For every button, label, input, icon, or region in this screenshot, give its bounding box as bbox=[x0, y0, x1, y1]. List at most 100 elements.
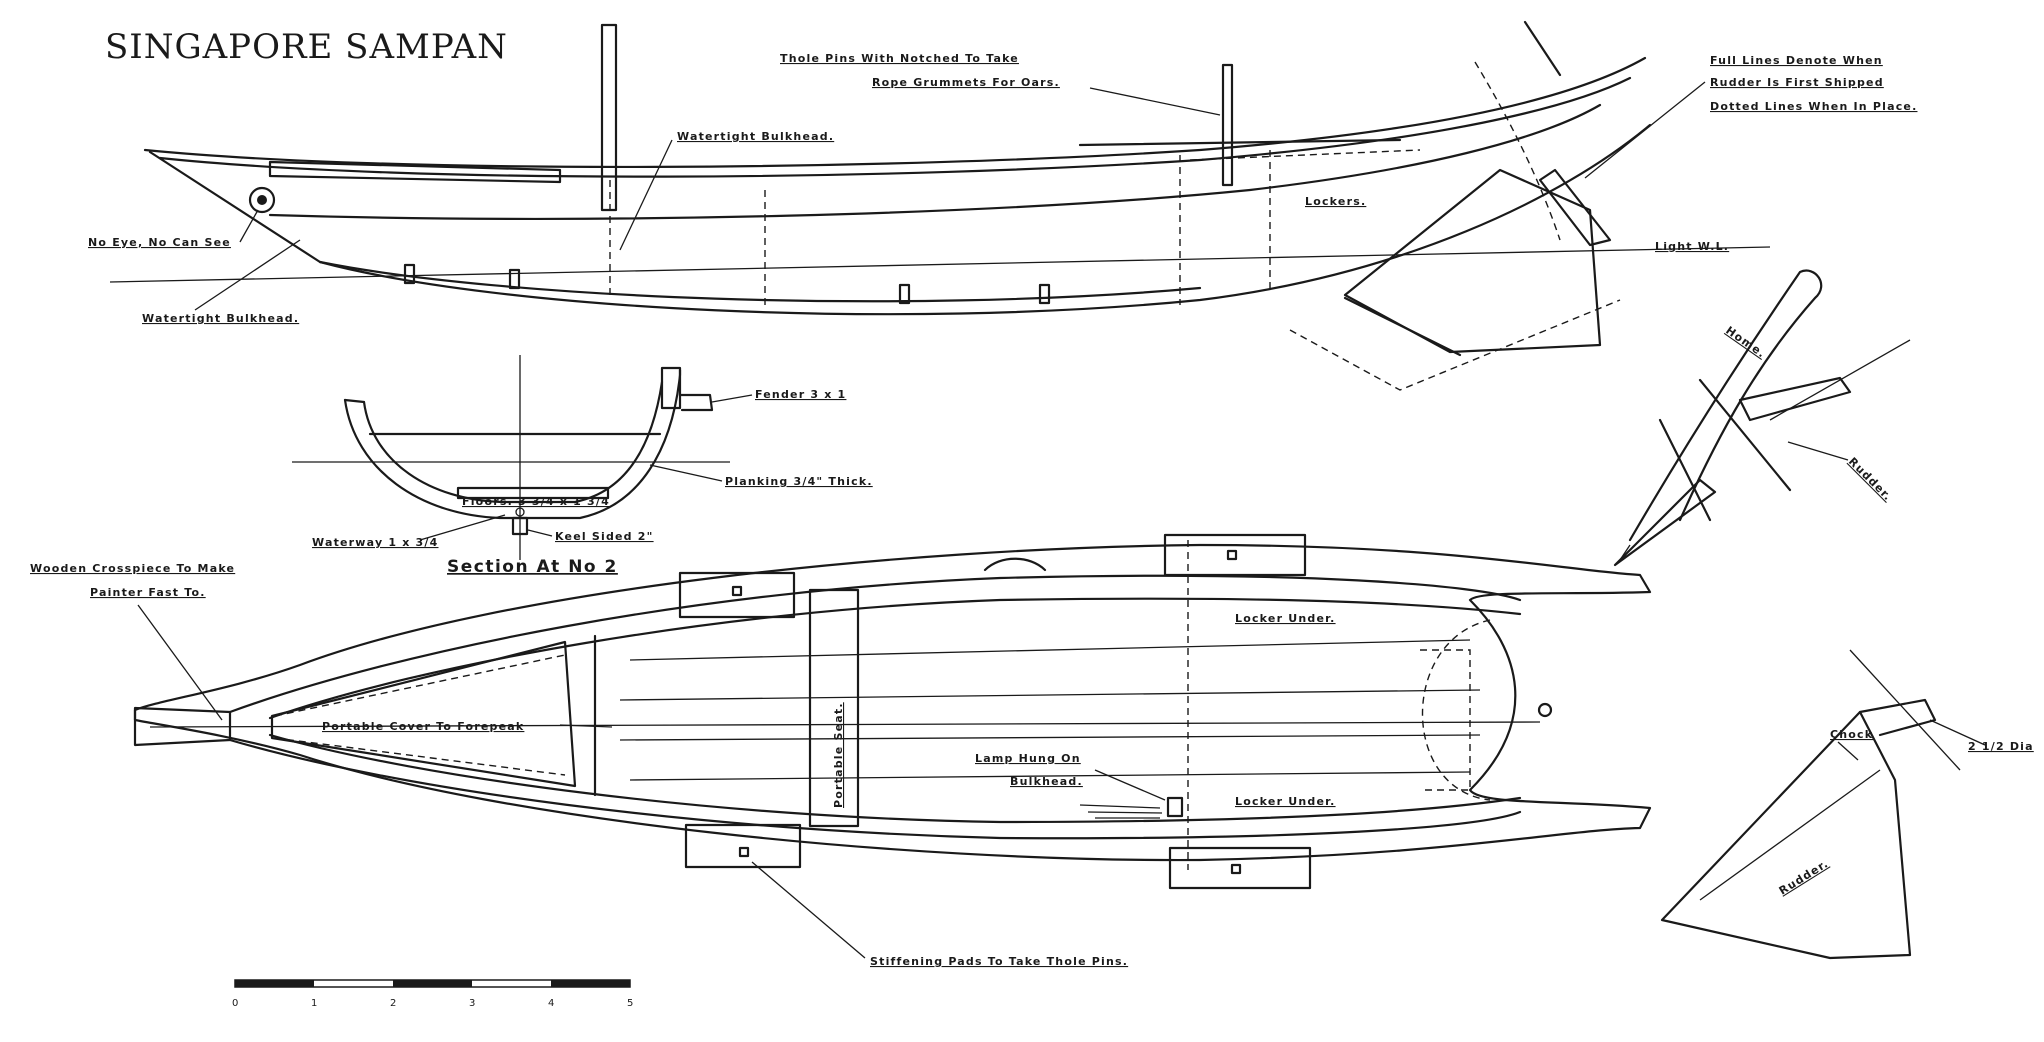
waterline bbox=[109, 246, 1771, 283]
label-wooden-1: Wooden Crosspiece To Make bbox=[30, 562, 235, 575]
plan-portable-seat bbox=[808, 588, 860, 828]
rudder-pin-a bbox=[1658, 418, 1712, 522]
label-stiffening: Stiffening Pads To Take Thole Pins. bbox=[870, 955, 1128, 968]
leader-rudder-top bbox=[1787, 441, 1849, 461]
leader-waterway bbox=[419, 514, 506, 541]
label-no-eye: No Eye, No Can See bbox=[88, 236, 231, 249]
rudder-blade-lower bbox=[1660, 710, 1912, 960]
label-watertight-bottom: Watertight Bulkhead. bbox=[142, 312, 299, 325]
plan-hull-outline bbox=[133, 543, 1652, 862]
section-caption: Section At No 2 bbox=[447, 557, 618, 577]
label-chock: Chock bbox=[1830, 728, 1873, 741]
leader-keel bbox=[527, 529, 553, 537]
plan-pin-2 bbox=[738, 846, 750, 858]
drawing-title: SINGAPORE SAMPAN bbox=[105, 27, 508, 67]
label-locker-under-top: Locker Under. bbox=[1235, 612, 1336, 625]
section-hull-outer bbox=[343, 368, 682, 520]
section-limber bbox=[515, 507, 525, 517]
leader-chock bbox=[1837, 741, 1859, 761]
forepeak-cover bbox=[268, 160, 562, 184]
floor-4 bbox=[1038, 283, 1051, 305]
label-rudder-top: Rudder. bbox=[1846, 455, 1895, 504]
midship-section bbox=[292, 355, 730, 560]
label-rudder-bottom: Rudder. bbox=[1777, 857, 1831, 898]
plan-plank-3 bbox=[619, 734, 1481, 741]
scale-bar-segment-3 bbox=[393, 980, 472, 987]
section-fender-block bbox=[660, 366, 682, 410]
rudder-lower-line bbox=[1699, 769, 1881, 901]
scale-bar: 0 1 2 3 4 5 bbox=[232, 979, 633, 1009]
section-hull-inner bbox=[362, 380, 664, 504]
rudder-line-upper bbox=[1769, 339, 1911, 421]
rudder-pin-b bbox=[1698, 378, 1792, 492]
plan-plank-2 bbox=[619, 689, 1481, 701]
plan-inner-stbd bbox=[268, 733, 1522, 824]
plan-plank-1 bbox=[629, 639, 1471, 661]
label-portable-cover: Portable Cover To Forepeak bbox=[322, 720, 524, 733]
locker-dash bbox=[1189, 149, 1421, 161]
plan-lamp-rays bbox=[1079, 804, 1163, 819]
thole-pin bbox=[1221, 63, 1234, 187]
section-floors bbox=[456, 486, 610, 500]
label-portable-seat: Portable Seat. bbox=[832, 702, 845, 808]
plan-pin-4 bbox=[1230, 863, 1242, 875]
scale-tick-3: 3 bbox=[469, 998, 475, 1009]
rudder-dotted bbox=[1289, 299, 1621, 391]
rudder-lower-dim bbox=[1929, 719, 1986, 746]
hawse-eye bbox=[248, 186, 276, 214]
leader-portable-cover bbox=[559, 724, 613, 728]
scale-tick-1: 1 bbox=[311, 998, 317, 1009]
rudder-stock bbox=[1538, 168, 1612, 247]
label-full-lines-2: Rudder Is First Shipped bbox=[1710, 76, 1884, 89]
leader-lamp bbox=[1094, 769, 1166, 801]
scale-tick-2: 2 bbox=[390, 998, 396, 1009]
leader-watertight-top bbox=[619, 139, 673, 251]
plan-rudder-dotted bbox=[1420, 649, 1471, 791]
keel-inner bbox=[318, 260, 1202, 303]
floor-2 bbox=[508, 268, 521, 290]
rudder-lower-heel bbox=[1661, 919, 1831, 959]
label-wooden-2: Painter Fast To. bbox=[90, 586, 206, 599]
plan-cleat bbox=[983, 557, 1047, 572]
scale-tick-5: 5 bbox=[627, 998, 633, 1009]
plan-forepeak-cover bbox=[270, 640, 577, 788]
label-full-lines-3: Dotted Lines When In Place. bbox=[1710, 100, 1917, 113]
plan-centreline bbox=[149, 721, 1541, 728]
plan-forepeak-dashes bbox=[274, 654, 566, 776]
floor-1 bbox=[403, 263, 416, 285]
plan-rudder-pintle bbox=[1537, 702, 1553, 718]
rudder-heel bbox=[1343, 296, 1462, 357]
label-fender: Fender 3 x 1 bbox=[755, 388, 846, 401]
plan-lamp bbox=[1166, 796, 1184, 818]
label-keel: Keel Sided 2" bbox=[555, 530, 654, 543]
rudder-tiller-upper bbox=[1738, 376, 1852, 422]
mast bbox=[600, 23, 618, 212]
keel-line bbox=[148, 123, 1652, 316]
label-watertight-top: Watertight Bulkhead. bbox=[677, 130, 834, 143]
scale-bar-segment-5 bbox=[551, 980, 630, 987]
floor-3 bbox=[898, 283, 911, 305]
plan-pin-3 bbox=[1226, 549, 1238, 561]
label-light-wl: Light W.L. bbox=[1655, 240, 1729, 253]
label-lamp-2: Bulkhead. bbox=[1010, 775, 1083, 788]
plan-gunwale-port bbox=[228, 574, 1522, 714]
tiller-upper bbox=[1523, 20, 1562, 77]
label-full-lines-1: Full Lines Denote When bbox=[1710, 54, 1883, 67]
side-elevation bbox=[109, 20, 1771, 391]
tiller-dotted bbox=[1474, 61, 1561, 241]
leader-planking bbox=[649, 464, 723, 482]
sheer-line bbox=[143, 56, 1647, 169]
label-thole-pins-1: Thole Pins With Notched To Take bbox=[780, 52, 1019, 65]
label-thole-pins-2: Rope Grummets For Oars. bbox=[872, 76, 1060, 89]
plan-view bbox=[133, 533, 1652, 890]
rudder-detail-lower bbox=[1660, 649, 1986, 960]
label-planking: Planking 3/4" Thick. bbox=[725, 475, 873, 488]
rudder-lower-head bbox=[1858, 698, 1937, 737]
section-gunwale-left bbox=[343, 398, 366, 404]
hawse-eye-centre bbox=[257, 195, 267, 205]
plan-thole-pad-fwd-stbd bbox=[684, 823, 802, 869]
label-waterway: Waterway 1 x 3/4 bbox=[312, 536, 439, 549]
leader-fender bbox=[711, 394, 753, 403]
